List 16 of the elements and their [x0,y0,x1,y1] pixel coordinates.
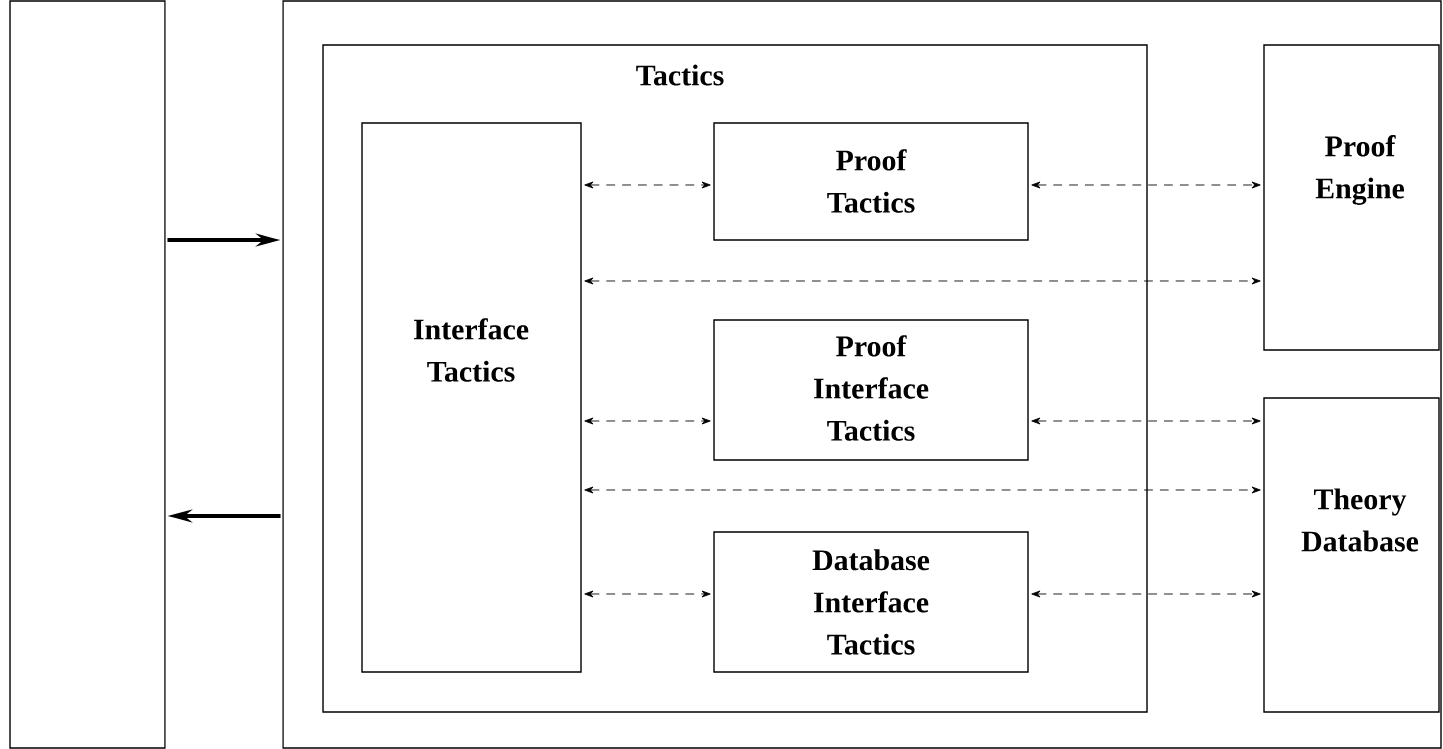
arrow [1031,590,1261,598]
component-box: Proof Tactics [713,122,1029,241]
component-box: Database Interface Tactics [713,531,1029,673]
panel-box [9,0,166,749]
component-box: Theory Database [1263,397,1440,713]
arrow [584,181,711,189]
component-box: Proof Interface Tactics [713,319,1029,461]
arrow [584,417,711,425]
arrow [1031,181,1261,189]
arrow [1031,417,1261,425]
component-box: Interface Tactics [361,122,582,673]
arrow [584,590,711,598]
component-box: Proof Engine [1263,44,1440,351]
panel-box [282,0,1442,749]
arrow [584,486,1261,494]
arrow [584,277,1261,285]
